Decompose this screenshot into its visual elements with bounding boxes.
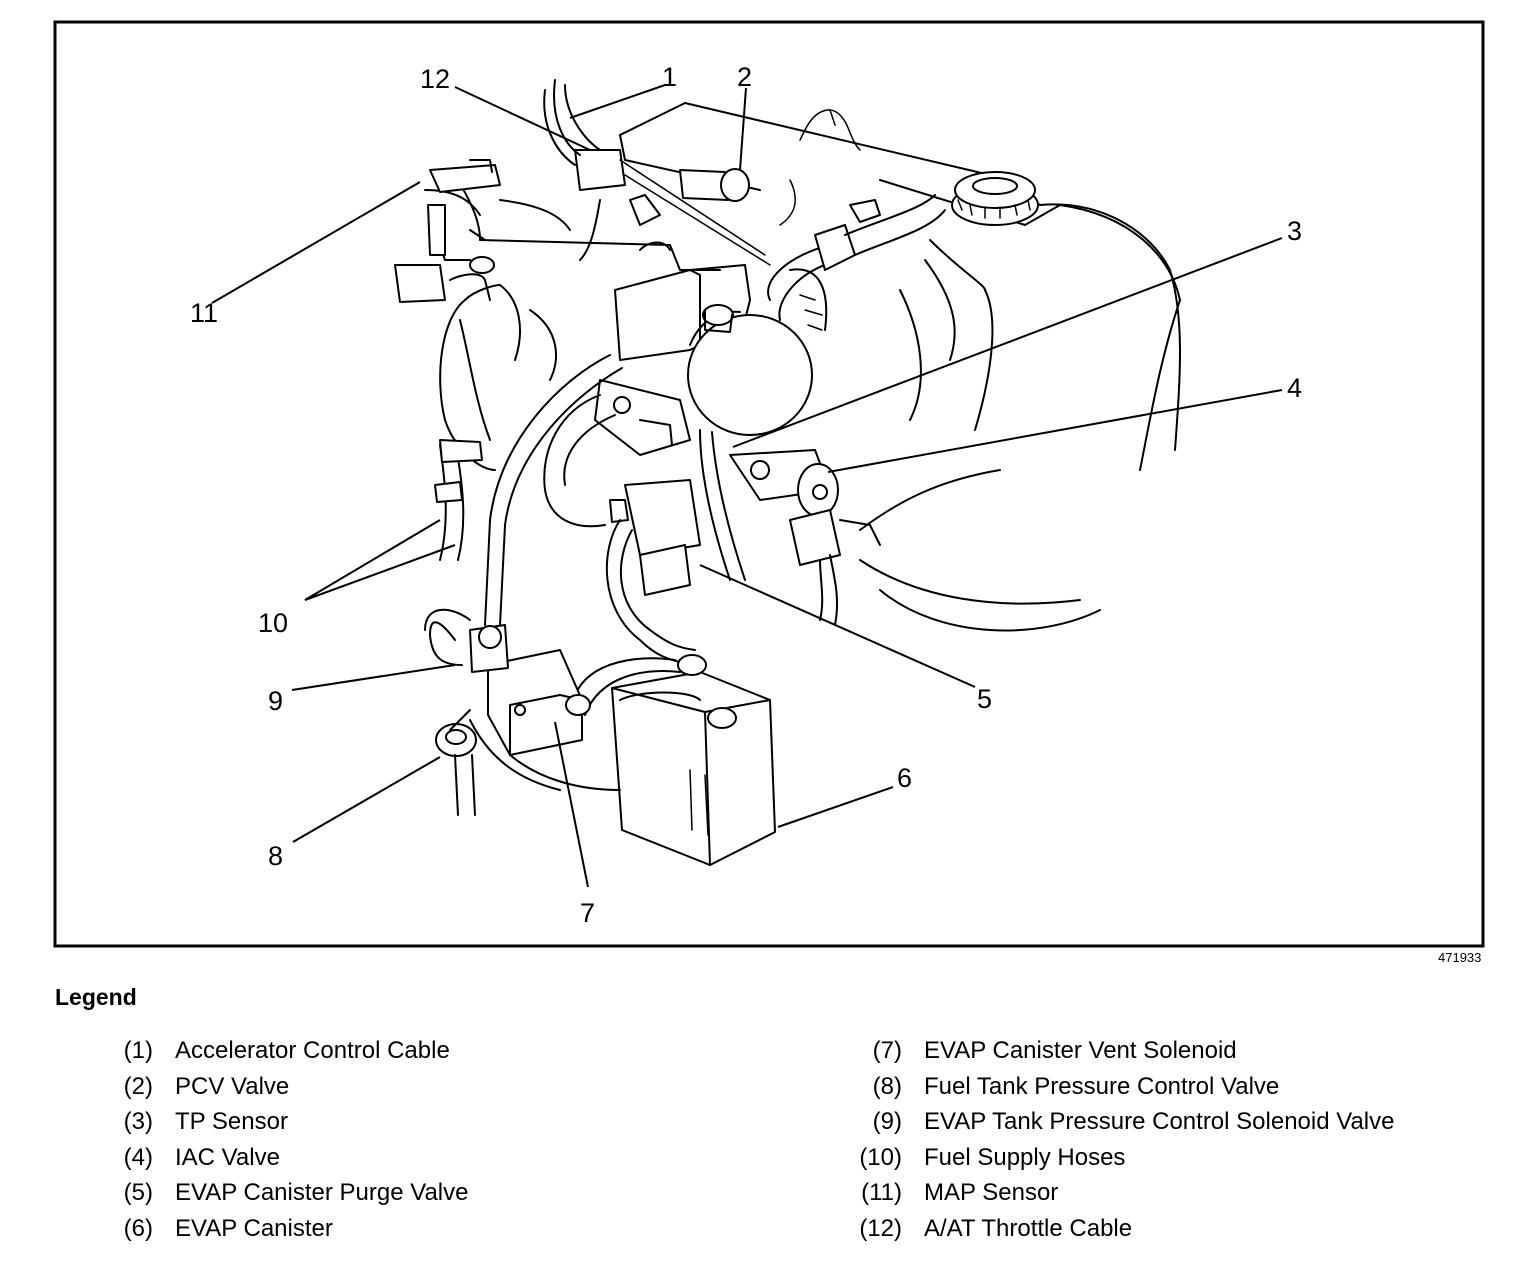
legend-item: (11) MAP Sensor [840, 1175, 1394, 1211]
legend-item: (12) A/AT Throttle Cable [840, 1211, 1394, 1247]
legend-item-label: A/AT Throttle Cable [924, 1214, 1133, 1242]
legend-right-column: (7) EVAP Canister Vent Solenoid (8) Fuel Ta… [840, 1033, 1394, 1246]
figure-id: 471933 [1438, 950, 1481, 965]
legend-item-number: (3) [123, 1108, 153, 1135]
callout-11: 11 [190, 298, 218, 328]
legend-item-label: EVAP Canister [175, 1214, 333, 1242]
callout-4: 4 [1287, 373, 1302, 403]
legend-item: (8) Fuel Tank Pressure Control Valve [840, 1069, 1394, 1105]
legend-item-label: PCV Valve [175, 1072, 290, 1100]
legend-item-label: EVAP Tank Pressure Control Solenoid Valv… [924, 1108, 1395, 1135]
legend-item: (4) IAC Valve [95, 1140, 468, 1176]
callout-6: 6 [897, 763, 912, 793]
callout-9: 9 [268, 686, 283, 716]
callout-7: 7 [580, 898, 595, 928]
legend-item-number: (7) [872, 1037, 902, 1064]
engine-artwork [394, 79, 1181, 866]
legend-item: (1) Accelerator Control Cable [95, 1033, 468, 1069]
callout-12: 12 [420, 64, 450, 94]
legend-item-number: (5) [123, 1179, 153, 1206]
callout-2: 2 [737, 62, 752, 92]
callout-8: 8 [268, 841, 283, 871]
legend-item-number: (10) [859, 1143, 902, 1171]
legend-item-number: (2) [123, 1072, 153, 1100]
legend-item-label: TP Sensor [175, 1108, 288, 1135]
leader-lines [211, 84, 1283, 888]
callout-5: 5 [977, 684, 992, 714]
callout-labels: 1 2 3 4 5 6 7 8 9 10 11 12 [190, 62, 1302, 928]
legend-item-number: (4) [123, 1143, 153, 1171]
legend-item: (5) EVAP Canister Purge Valve [95, 1175, 469, 1211]
legend-item-number: (9) [872, 1108, 902, 1135]
legend-title: Legend [55, 984, 137, 1010]
legend-item: (2) PCV Valve [95, 1069, 468, 1105]
callout-1: 1 [662, 62, 677, 92]
legend-item: (3) TP Sensor [95, 1104, 468, 1140]
legend-item-label: EVAP Canister Vent Solenoid [924, 1037, 1237, 1064]
legend-item: (10) Fuel Supply Hoses [840, 1140, 1394, 1176]
legend-item-number: (6) [123, 1214, 153, 1242]
legend-item-label: Fuel Tank Pressure Control Valve [924, 1072, 1280, 1100]
legend-item-label: IAC Valve [175, 1143, 280, 1171]
callout-3: 3 [1287, 216, 1302, 246]
legend-item-number: (11) [861, 1179, 902, 1206]
legend-item-number: (1) [123, 1037, 153, 1064]
callout-10: 10 [258, 608, 288, 638]
legend-item-label: MAP Sensor [924, 1179, 1059, 1206]
legend-item-label: EVAP Canister Purge Valve [175, 1179, 469, 1206]
legend-item-number: (12) [859, 1214, 902, 1242]
legend-item: (7) EVAP Canister Vent Solenoid [840, 1033, 1394, 1069]
diagram-frame [53, 20, 1485, 948]
legend-item-number: (8) [872, 1072, 902, 1100]
legend-item-label: Accelerator Control Cable [175, 1037, 450, 1064]
legend-item: (9) EVAP Tank Pressure Control Solenoid V… [840, 1104, 1395, 1140]
legend-left-column: (1) Accelerator Control Cable (2) PCV Valve… [95, 1033, 469, 1247]
legend-item-label: Fuel Supply Hoses [924, 1143, 1126, 1171]
legend-item: (6) EVAP Canister [95, 1211, 468, 1247]
